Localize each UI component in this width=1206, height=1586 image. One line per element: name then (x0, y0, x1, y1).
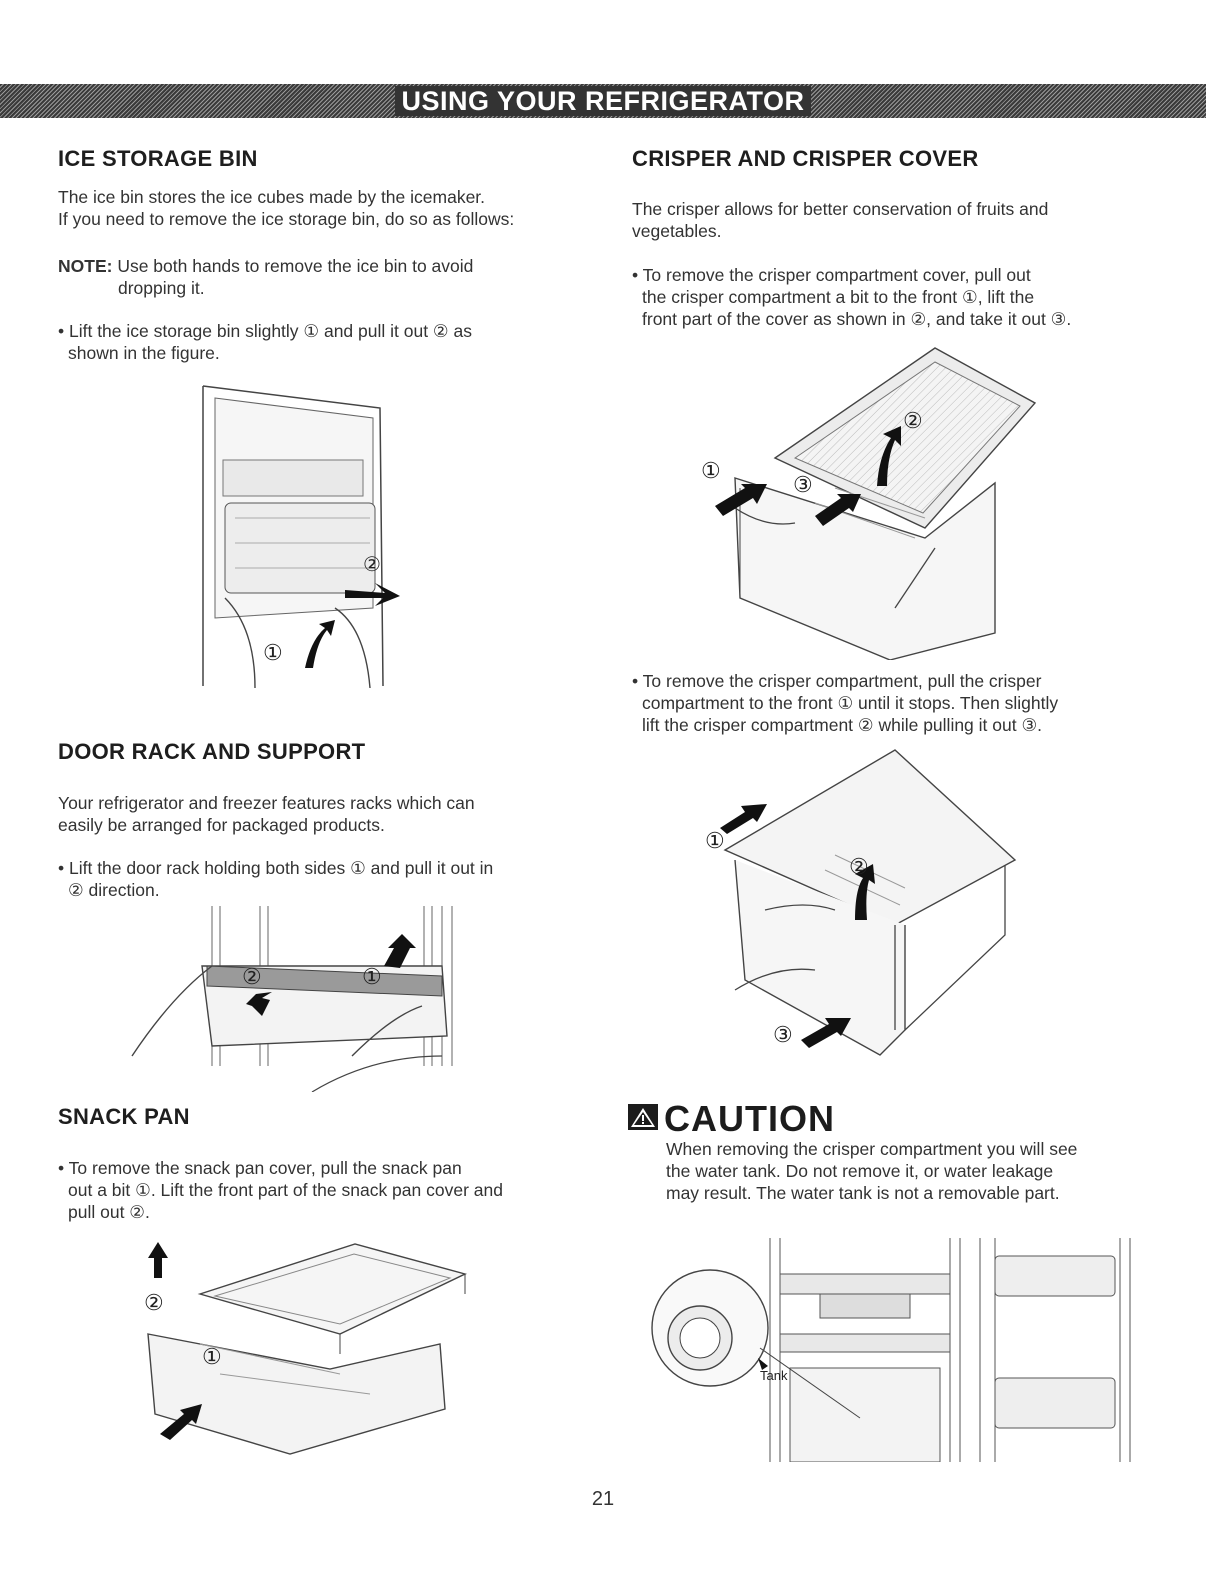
door-rack-intro: Your refrigerator and freezer features r… (58, 793, 475, 835)
crisper-intro: The crisper allows for better conservati… (632, 199, 1049, 241)
tank-label: Tank (760, 1368, 788, 1383)
caution-text: When removing the crisper compartment yo… (666, 1139, 1078, 1203)
ice-bin-figure: ② ① (195, 368, 410, 688)
crisper-cover-label-3: ③ (793, 472, 813, 497)
snack-pan-figure: ② ① (140, 1234, 470, 1460)
page-number: 21 (591, 1488, 615, 1510)
ice-bin-heading: ICE STORAGE BIN (58, 146, 258, 171)
door-rack-label-2: ② (242, 964, 262, 989)
crisper-heading: CRISPER AND CRISPER COVER (632, 146, 979, 171)
ice-bin-step: • Lift the ice storage bin slightly ① an… (58, 321, 472, 363)
crisper-cover-label-1: ① (701, 458, 721, 483)
warning-icon (628, 1104, 658, 1130)
door-rack-step: • Lift the door rack holding both sides … (58, 858, 494, 900)
crisper-cover-figure: ① ② ③ (695, 338, 1045, 660)
crisper-compartment-label-1: ① (705, 828, 725, 853)
crisper-compartment-label-2: ② (849, 854, 869, 879)
snack-pan-heading: SNACK PAN (58, 1104, 190, 1129)
ice-bin-label-2: ② (363, 554, 381, 576)
snack-pan-step: • To remove the snack pan cover, pull th… (58, 1158, 503, 1222)
crisper-cover-label-2: ② (903, 408, 923, 433)
door-rack-heading: DOOR RACK AND SUPPORT (58, 739, 366, 764)
door-rack-figure: ② ① (112, 906, 467, 1092)
snack-pan-label-2: ② (144, 1290, 164, 1315)
crisper-compartment-step: • To remove the crisper compartment, pul… (632, 671, 1059, 735)
crisper-compartment-figure: ① ② ③ (705, 740, 1025, 1070)
snack-pan-label-1: ① (202, 1344, 222, 1369)
banner-title: USING YOUR REFRIGERATOR (395, 86, 811, 116)
section-banner: USING YOUR REFRIGERATOR (0, 84, 1206, 118)
crisper-cover-step: • To remove the crisper compartment cove… (632, 265, 1072, 329)
water-tank-figure: Tank (650, 1238, 1140, 1462)
ice-bin-label-1: ① (263, 640, 283, 665)
door-rack-label-1: ① (362, 964, 382, 989)
crisper-compartment-label-3: ③ (773, 1022, 793, 1047)
ice-bin-intro: The ice bin stores the ice cubes made by… (58, 187, 515, 229)
ice-bin-note: NOTE: Use both hands to remove the ice b… (58, 256, 474, 298)
caution-title: CAUTION (664, 1098, 835, 1139)
